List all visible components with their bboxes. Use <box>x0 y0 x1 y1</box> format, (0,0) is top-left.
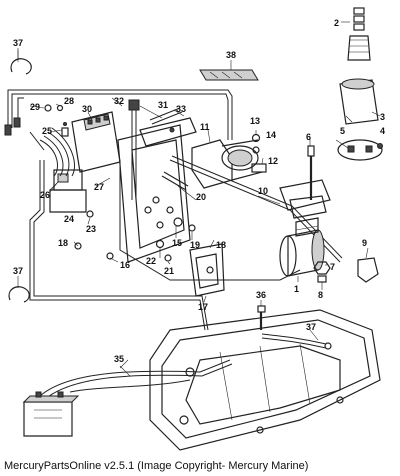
ignition-coil <box>139 107 197 147</box>
clamp-ring-top <box>10 48 32 75</box>
callout-22: 22 <box>146 256 156 266</box>
electrical-mounting-plate <box>117 124 191 263</box>
footer-copyright: MercuryPartsOnline v2.5.1 (Image Copyrig… <box>4 460 309 472</box>
relay-bracket <box>49 169 87 213</box>
callout-27: 27 <box>94 182 104 192</box>
callout-16: 16 <box>120 260 130 270</box>
callout-25: 25 <box>42 126 52 136</box>
callout-3: 3 <box>380 112 385 122</box>
callout-35: 36 <box>256 290 266 300</box>
ground-bolt <box>257 305 266 330</box>
callout-24: 24 <box>64 214 74 224</box>
callout-11: 11 <box>200 122 210 132</box>
callout-30: 30 <box>82 104 92 114</box>
callout-6: 6 <box>306 132 311 142</box>
starter-drive-assembly <box>341 7 371 61</box>
callout-31: 31 <box>158 100 168 110</box>
wiring-harness-main <box>4 89 301 331</box>
leader-lines <box>17 50 353 369</box>
callout-37-bottom: 37 <box>13 266 23 276</box>
starter-solenoid <box>191 133 267 189</box>
callout-33: 33 <box>176 104 186 114</box>
callout-5: 5 <box>340 126 345 136</box>
terminal-boot <box>357 247 379 283</box>
callout-36: 37 <box>306 322 316 332</box>
decal-plate <box>199 60 259 81</box>
callout-26: 26 <box>40 190 50 200</box>
ground-cable <box>261 333 332 350</box>
battery-cables <box>39 359 233 401</box>
callout-10: 10 <box>258 186 268 196</box>
callout-32: 32 <box>114 96 124 106</box>
callout-19: 19 <box>190 240 200 250</box>
callout-4: 4 <box>380 126 385 136</box>
wire-bundle <box>29 127 75 177</box>
hardware-small-center <box>74 171 196 262</box>
callout-13: 13 <box>250 116 260 126</box>
callout-9: 9 <box>362 238 367 248</box>
callout-7: 7 <box>330 262 335 272</box>
callout-14: 14 <box>266 130 276 140</box>
callout-15: 15 <box>172 238 182 248</box>
solenoid-bracket <box>189 243 225 297</box>
engine-frame <box>149 309 381 451</box>
callout-2: 2 <box>334 18 339 28</box>
callout-23: 23 <box>86 224 96 234</box>
callout-18-right: 18 <box>216 240 226 250</box>
brush-plate <box>337 139 383 161</box>
rectifier-module <box>71 111 121 173</box>
callout-37-top: 37 <box>13 38 23 48</box>
callout-labels: 37 38 2 29 28 30 32 31 33 25 11 13 14 12… <box>13 18 385 364</box>
callout-8: 8 <box>318 290 323 300</box>
callout-12: 12 <box>268 156 278 166</box>
spark-plug-wire <box>128 99 140 200</box>
callout-17: 17 <box>198 302 208 312</box>
clamp-ring-bottom <box>8 276 30 303</box>
starter-end-cap <box>339 78 381 125</box>
callout-34: 35 <box>114 354 124 364</box>
callout-28: 28 <box>64 96 74 106</box>
battery <box>22 391 80 437</box>
starter-motor <box>279 217 325 277</box>
hardware-small-top <box>44 104 69 137</box>
callout-21: 21 <box>164 266 174 276</box>
starter-bracket <box>279 179 331 219</box>
callout-38: 38 <box>226 50 236 60</box>
callout-29: 29 <box>30 102 40 112</box>
callout-18-left: 18 <box>58 238 68 248</box>
starter-bolt <box>307 145 315 200</box>
callout-20: 20 <box>196 192 206 202</box>
callout-1: 1 <box>294 284 299 294</box>
